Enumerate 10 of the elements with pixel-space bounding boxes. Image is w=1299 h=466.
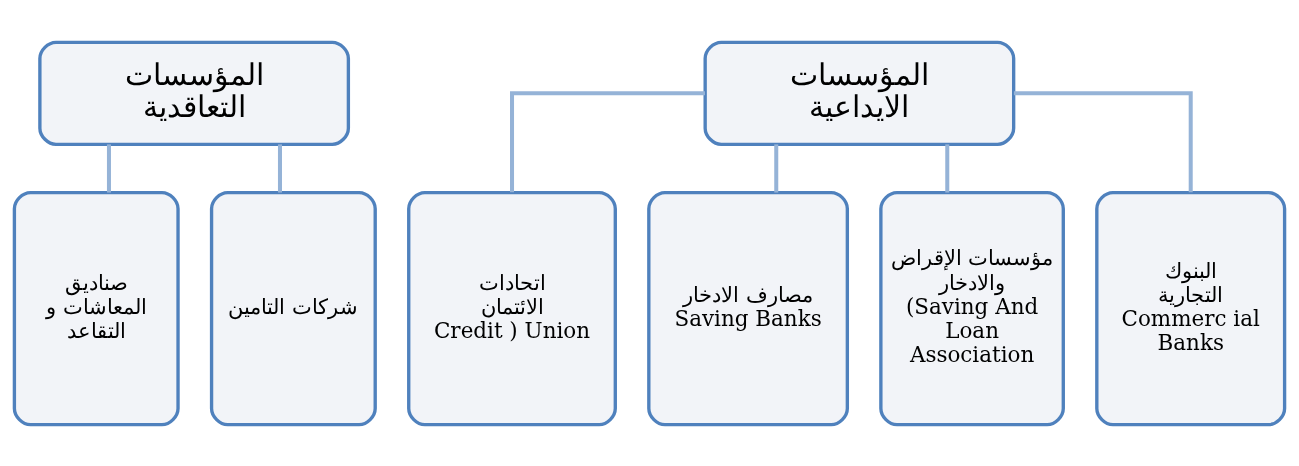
connector: [106, 143, 111, 193]
node-box: صناديق المعاشات و التقاعد: [12, 190, 180, 426]
connector: [945, 143, 950, 193]
node-box: المؤسسات التعاقدية: [38, 40, 351, 146]
connector: [1013, 90, 1193, 192]
connector: [277, 143, 282, 193]
connector: [510, 90, 705, 192]
node-box: المؤسسات الايداعية: [703, 40, 1016, 146]
node-box: شركات التامين: [209, 190, 377, 426]
connector: [774, 143, 779, 193]
